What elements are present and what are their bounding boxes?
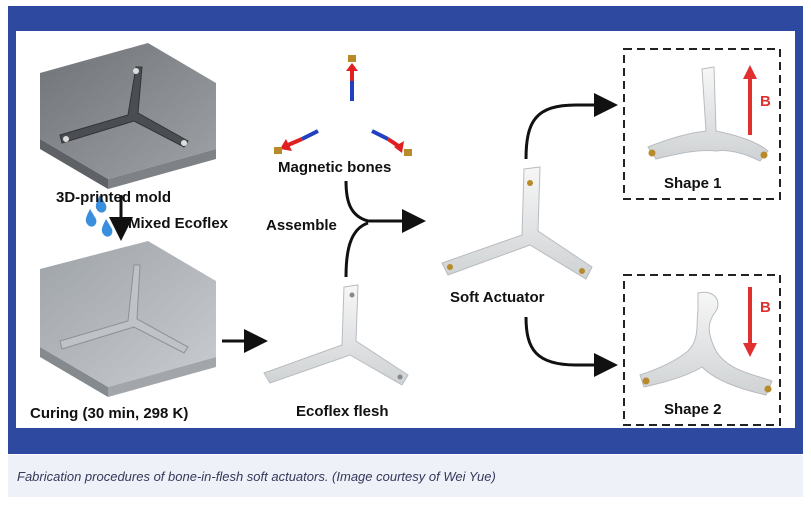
label-soft-actuator: Soft Actuator: [450, 289, 545, 306]
cured-mold-block: [40, 241, 216, 397]
printed-mold-block: [40, 43, 216, 189]
diagram-panel: 3D-printed mold Mixed Ecoflex Curing (30…: [16, 31, 795, 428]
label-field-up: B: [760, 93, 771, 110]
ecoflex-flesh-part: [263, 284, 409, 386]
label-shape2: Shape 2: [664, 401, 722, 418]
caption-text: Fabrication procedures of bone-in-flesh …: [17, 469, 496, 484]
shape1-actuator: [647, 66, 769, 162]
label-field-down: B: [760, 299, 771, 316]
label-assemble: Assemble: [266, 217, 337, 234]
label-ecoflex-flesh: Ecoflex flesh: [296, 403, 389, 420]
arrow-to-shape1: [524, 93, 618, 160]
figure-caption: Fabrication procedures of bone-in-flesh …: [8, 455, 803, 497]
diagram-canvas: [40, 43, 781, 426]
figure-frame: 3D-printed mold Mixed Ecoflex Curing (30…: [8, 6, 803, 454]
assemble-arrow: [344, 180, 426, 233]
label-magnetic-bones: Magnetic bones: [278, 159, 392, 176]
shape2-box: [623, 274, 781, 426]
label-shape1: Shape 1: [664, 175, 722, 192]
label-3d-printed-mold: 3D-printed mold: [56, 189, 171, 206]
label-mixed-ecoflex: Mixed Ecoflex: [128, 215, 229, 232]
magnetic-bone-left: [274, 129, 319, 154]
shape1-box: [623, 48, 781, 200]
assemble-arrow-lower: [344, 221, 369, 278]
water-drop-icon: [85, 195, 113, 237]
magnetic-bone-right: [371, 129, 412, 156]
shape2-actuator: [639, 291, 773, 396]
magnetic-bone-top: [346, 55, 358, 101]
arrow-to-shape2: [524, 316, 618, 377]
soft-actuator-part: [441, 166, 593, 280]
label-curing: Curing (30 min, 298 K): [30, 405, 189, 422]
